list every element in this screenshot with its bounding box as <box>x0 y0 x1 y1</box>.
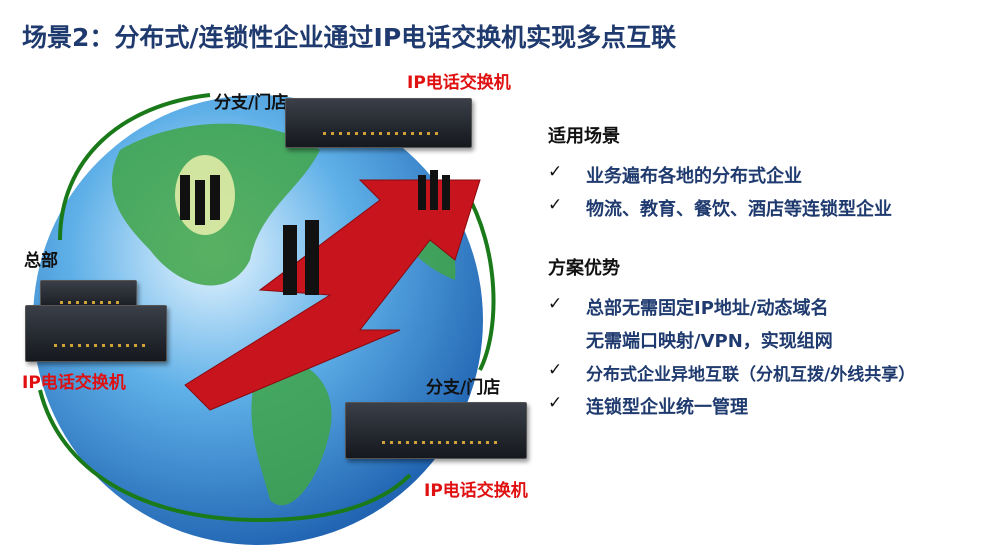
advantage-text: 总部无需固定IP地址/动态域名 <box>586 298 829 319</box>
people-silhouettes <box>175 155 450 295</box>
advantages-heading: 方案优势 <box>548 258 620 279</box>
hq-label: 总部 <box>24 251 58 271</box>
check-icon: ✓ <box>548 360 563 380</box>
check-icon: ✓ <box>548 294 563 314</box>
list-item: ✓ 业务遍布各地的分布式企业 <box>548 162 915 195</box>
continent <box>251 358 332 506</box>
check-icon: ✓ <box>548 393 563 413</box>
scenario-text: 业务遍布各地的分布式企业 <box>586 166 802 187</box>
list-item: ✓ 分布式企业异地互联（分机互拨/外线共享） <box>548 360 915 393</box>
list-item: ✓ 总部无需固定IP地址/动态域名 <box>548 294 915 327</box>
scenarios-heading: 适用场景 <box>548 126 620 147</box>
connection-line <box>38 389 412 523</box>
advantage-text: 连锁型企业统一管理 <box>586 397 748 418</box>
advantage-text: 无需端口映射/VPN，实现组网 <box>586 331 833 352</box>
advantage-text: 分布式企业异地互联（分机互拨/外线共享） <box>586 365 916 385</box>
pbx-device-top <box>285 98 472 148</box>
growth-arrow <box>184 179 481 411</box>
branch-label-top: 分支/门店 <box>214 93 289 113</box>
check-icon: ✓ <box>548 195 563 215</box>
pbx-device-bottom <box>345 402 527 459</box>
list-item: ✓ 物流、教育、餐饮、酒店等连锁型企业 <box>548 195 915 228</box>
scenario-text: 物流、教育、餐饮、酒店等连锁型企业 <box>586 199 892 220</box>
slide-title: 场景2：分布式/连锁性企业通过IP电话交换机实现多点互联 <box>22 23 677 52</box>
info-panel: 适用场景 ✓ 业务遍布各地的分布式企业 ✓ 物流、教育、餐饮、酒店等连锁型企业 方案… <box>548 122 915 426</box>
pbx-device-hq <box>25 305 167 362</box>
pbx-label-hq: IP电话交换机 <box>22 373 126 393</box>
connection-line <box>58 93 211 241</box>
list-item: 无需端口映射/VPN，实现组网 <box>548 327 915 360</box>
pbx-label-bottom: IP电话交换机 <box>424 481 528 501</box>
branch-label-bottom: 分支/门店 <box>426 378 501 398</box>
pbx-label-top: IP电话交换机 <box>407 73 511 93</box>
check-icon: ✓ <box>548 162 563 182</box>
list-item: ✓ 连锁型企业统一管理 <box>548 393 915 426</box>
connection-line <box>463 188 496 371</box>
